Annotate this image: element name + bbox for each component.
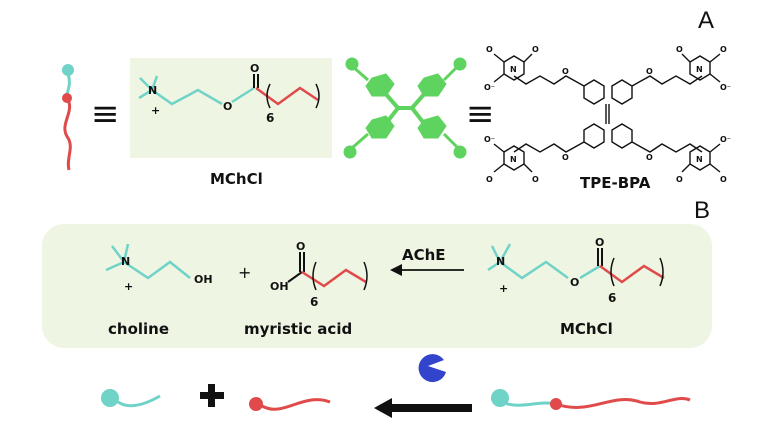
equiv-symbol-right: ≡ [466,94,495,134]
svg-text:OH: OH [194,273,213,286]
choline-label: choline [108,320,169,338]
tpe-bpa-label: TPE-BPA [580,174,651,192]
plus-icon [200,384,224,407]
svg-text:O: O [532,175,539,184]
myristic-acid-cartoon [249,397,331,411]
svg-text:O: O [486,175,493,184]
svg-text:O: O [676,45,683,54]
svg-text:O: O [486,45,493,54]
myristic-acid-structure: OH O 6 [270,240,368,309]
svg-text:O: O [532,45,539,54]
svg-text:O: O [595,236,604,249]
svg-text:O: O [296,240,305,253]
svg-text:+: + [124,280,133,293]
svg-text:O: O [720,175,727,184]
svg-text:O: O [223,100,232,113]
svg-text:6: 6 [310,295,318,309]
svg-text:O⁻: O⁻ [484,135,495,144]
svg-text:O: O [570,276,579,289]
svg-text:O⁻: O⁻ [720,135,731,144]
svg-text:+: + [151,104,160,117]
reaction-arrow-head [390,264,402,276]
svg-text:N: N [510,65,517,74]
mchcl-structure-box [130,58,332,158]
svg-text:N: N [148,84,157,97]
mchcl-cartoon-vertical [62,64,74,171]
svg-text:+: + [499,282,508,295]
svg-text:6: 6 [608,291,616,305]
hydrolysis-arrow-icon [374,398,472,418]
reaction-scheme-box [42,224,712,348]
svg-text:N: N [696,65,703,74]
tpe-cartoon [343,57,467,159]
svg-text:N: N [496,255,505,268]
svg-text:O: O [562,67,569,76]
choline-structure: N + OH [105,243,213,293]
svg-text:N: N [121,255,130,268]
plus-sign-reaction: + [238,263,251,282]
ache-label: AChE [402,246,446,264]
tpe-bpa-structure [493,53,721,173]
enzyme-pacman-icon [418,354,446,383]
myristic-acid-label: myristic acid [244,320,352,338]
choline-cartoon [101,389,161,408]
svg-text:O: O [720,45,727,54]
equiv-symbol-left: ≡ [91,94,120,134]
mchcl-structure-top: N + O O 6 [138,62,320,125]
svg-text:O: O [646,67,653,76]
svg-text:O: O [646,153,653,162]
svg-text:N: N [696,155,703,164]
panel-label-b: B [694,197,710,224]
mchcl-label-top: MChCl [210,170,263,188]
svg-text:6: 6 [266,111,274,125]
panel-label-a: A [698,7,714,34]
svg-text:OH: OH [270,280,289,293]
mchcl-label-bottom: MChCl [560,320,613,338]
mchcl-cartoon-horizontal [491,389,691,410]
svg-text:O: O [562,153,569,162]
svg-text:O: O [676,175,683,184]
svg-text:N: N [510,155,517,164]
svg-text:O: O [250,62,259,75]
tpe-bpa-atoms: N N N N O O O⁻ O O O⁻ O⁻ O O O⁻ O O O O … [484,45,731,184]
svg-text:O⁻: O⁻ [484,83,495,92]
mchcl-structure-bottom: N + O O 6 [487,236,665,305]
svg-text:O⁻: O⁻ [720,83,731,92]
